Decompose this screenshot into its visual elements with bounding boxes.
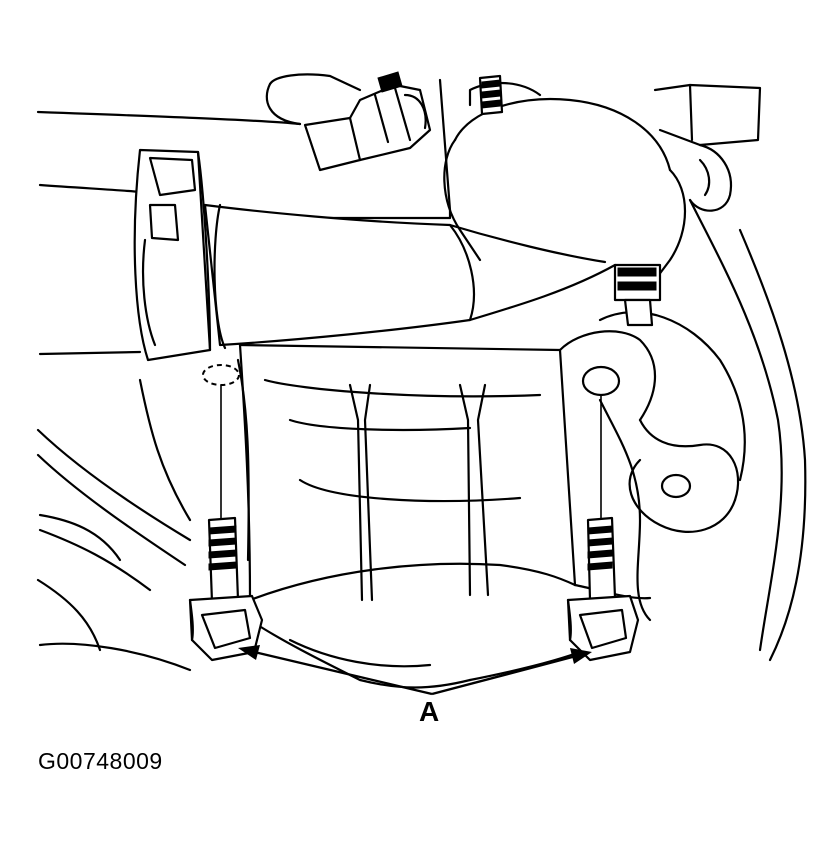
bolt-hole-right bbox=[581, 365, 621, 397]
arrowhead-right bbox=[570, 648, 592, 664]
housing-stud-top bbox=[478, 74, 504, 116]
temperature-sensor bbox=[303, 71, 432, 172]
figure-code: G00748009 bbox=[38, 748, 163, 774]
bracket-hole bbox=[660, 473, 692, 499]
bolt-left bbox=[188, 516, 264, 662]
bolt-hole-left bbox=[202, 364, 240, 386]
hose-clamp bbox=[133, 148, 212, 362]
water-outlet-housing bbox=[443, 81, 762, 302]
callout-leader bbox=[238, 645, 592, 696]
engine-housing bbox=[36, 73, 807, 672]
bolt-right bbox=[566, 516, 640, 662]
cover-plate bbox=[238, 343, 587, 689]
arrowhead-left bbox=[238, 645, 260, 660]
mount-bracket bbox=[558, 311, 746, 622]
callout-label-a: A bbox=[419, 696, 440, 727]
housing-stud-right bbox=[613, 263, 662, 327]
coolant-hose bbox=[191, 203, 617, 352]
